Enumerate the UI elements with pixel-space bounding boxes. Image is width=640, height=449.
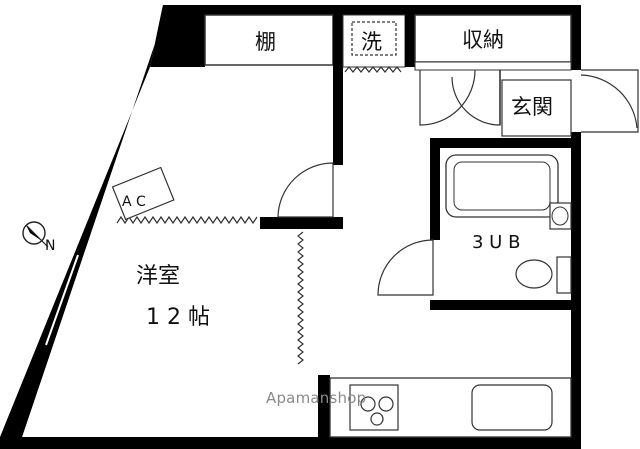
stove-burner-1 <box>360 396 376 412</box>
wall-bath-top <box>430 138 571 148</box>
storage-door-frame <box>414 61 572 71</box>
wall-bath-bottom <box>430 300 571 310</box>
washer-space <box>351 21 397 56</box>
wall-bottom-right <box>318 437 581 449</box>
shelf-label: 棚 <box>255 30 276 54</box>
toilet-tank <box>556 256 572 294</box>
entrance-box <box>501 79 572 137</box>
room-door <box>277 162 334 218</box>
entrance-door <box>581 69 639 133</box>
washer-label: 洗 <box>361 30 382 54</box>
washer-curtain <box>344 66 402 73</box>
stove-burner-3 <box>370 412 384 426</box>
wall-bottom <box>0 437 330 449</box>
room-name: 洋室 <box>136 264 180 289</box>
ac-label: A C <box>122 194 146 210</box>
room-curtain-horizontal <box>116 215 258 225</box>
stove-burner-2 <box>378 396 394 412</box>
wall-top <box>205 5 581 15</box>
wall-room-partition <box>333 15 343 165</box>
room-door-frame <box>260 217 343 229</box>
window-left-2 <box>45 254 79 346</box>
kitchen-sink <box>471 384 553 431</box>
toilet-bowl <box>515 259 553 289</box>
wall-corner-block <box>150 5 205 67</box>
bath-door <box>377 239 434 296</box>
shelf-box <box>204 14 334 66</box>
entrance-label: 玄関 <box>511 95 553 119</box>
room-size: 1 2 帖 <box>146 305 210 330</box>
storage-label: 収納 <box>462 28 504 52</box>
wall-bath-left <box>430 138 440 310</box>
watermark-text: Apamanshop <box>266 389 366 407</box>
compass-axis <box>25 224 49 248</box>
bath-door-gap <box>430 240 440 300</box>
entrance-door-arc <box>580 74 638 129</box>
ac-unit <box>111 166 175 221</box>
bathtub-inner <box>453 161 551 211</box>
storage-door-right <box>451 70 501 126</box>
wall-right-upper <box>571 5 581 70</box>
wall-kitchen-left <box>318 375 330 441</box>
wall-washer-storage <box>405 15 415 67</box>
wall-left-slant <box>0 5 168 449</box>
window-left-1 <box>115 79 149 171</box>
bath-sink-bowl <box>551 206 569 226</box>
room-curtain-vertical <box>297 231 304 365</box>
wall-right-lower <box>571 132 581 448</box>
compass-mark: N <box>45 238 55 254</box>
storage-door-left <box>419 69 476 126</box>
bath-label: 3 U B <box>472 232 520 253</box>
